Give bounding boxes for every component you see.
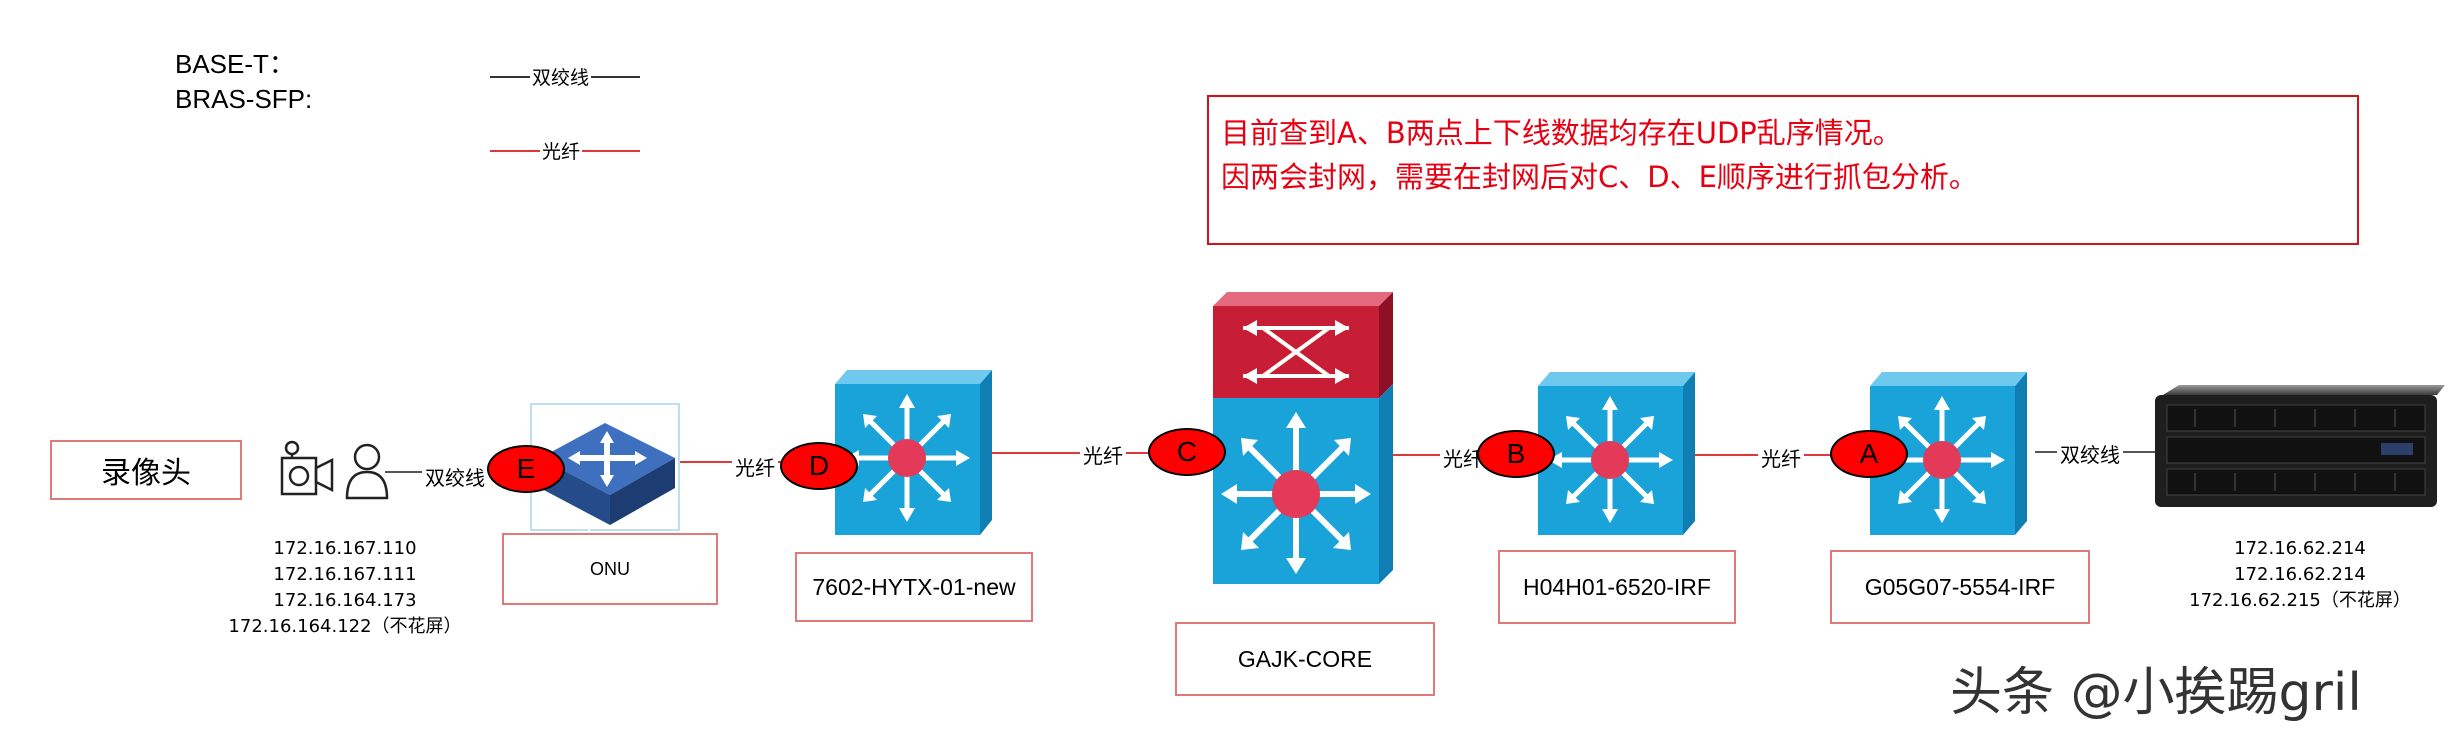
camera-ip-1: 172.16.167.110 [273, 538, 417, 559]
notice-line-2: 因两会封网，需要在封网后对C、D、E顺序进行抓包分析。 [1221, 160, 1978, 194]
notice-box: 目前查到A、B两点上下线数据均存在UDP乱序情况。 因两会封网，需要在封网后对C… [1207, 95, 2359, 245]
onu-switch-icon: WITCH [530, 403, 680, 531]
server-icon [2155, 385, 2445, 507]
device-a-label: G05G07-5554-IRF [1864, 573, 2056, 600]
layer3-switch-b-icon [1538, 372, 1695, 535]
device-b-label: H04H01-6520-IRF [1523, 573, 1711, 600]
server-ip-list: 172.16.62.214 172.16.62.214 172.16.62.21… [2155, 536, 2445, 614]
camera-ip-2: 172.16.167.111 [273, 564, 417, 585]
camera-ip-3: 172.16.164.173 [273, 590, 417, 611]
layer3-switch-d-icon [835, 370, 992, 535]
watermark: 头条 @小挨踢gril [1950, 663, 2362, 723]
link-label-d-core: 光纤 [1080, 440, 1126, 469]
server-ip-1: 172.16.62.214 [2234, 538, 2366, 559]
device-d-label-box: 7602-HYTX-01-new [795, 552, 1033, 622]
server-ip-2: 172.16.62.214 [2234, 564, 2366, 585]
point-a-mark: A [1830, 430, 1908, 478]
onu-label: ONU [590, 558, 630, 579]
legend-title-base-t: BASE-T： [175, 49, 295, 79]
point-d-mark: D [780, 442, 858, 490]
point-d-label: D [808, 450, 830, 481]
server-ip-3: 172.16.62.215（不花屏） [2189, 590, 2411, 611]
link-label-camera-onu: 双绞线 [422, 462, 488, 491]
legend-twisted-pair-label: 双绞线 [530, 63, 592, 90]
core-label-box: GAJK-CORE [1175, 622, 1435, 696]
legend-title-bras-sfp: BRAS-SFP: [175, 84, 313, 114]
point-b-mark: B [1477, 430, 1555, 478]
notice-line-1: 目前查到A、B两点上下线数据均存在UDP乱序情况。 [1221, 116, 1902, 150]
point-e-mark: E [487, 445, 565, 493]
point-a-label: A [1859, 438, 1879, 469]
device-a-label-box: G05G07-5554-IRF [1830, 550, 2090, 624]
legend-fiber-label: 光纤 [540, 137, 583, 164]
link-label-b-a: 光纤 [1758, 443, 1804, 472]
camera-icon [280, 440, 334, 496]
core-router-switch-icon [1213, 292, 1393, 584]
point-c-mark: C [1148, 428, 1226, 476]
camera-ip-4: 172.16.164.122（不花屏） [228, 616, 462, 637]
person-icon [345, 443, 389, 500]
core-label: GAJK-CORE [1237, 645, 1373, 672]
device-b-label-box: H04H01-6520-IRF [1498, 550, 1736, 624]
point-e-label: E [516, 453, 536, 484]
camera-label-box: 录像头 [50, 440, 242, 500]
onu-label-box: ONU [502, 533, 718, 605]
camera-label: 录像头 [101, 457, 191, 490]
point-b-label: B [1506, 438, 1526, 469]
camera-ip-list: 172.16.167.110 172.16.167.111 172.16.164… [175, 536, 515, 640]
point-c-label: C [1176, 436, 1198, 467]
device-d-label: 7602-HYTX-01-new [812, 573, 1016, 600]
link-label-onu-d: 光纤 [732, 452, 778, 481]
link-label-a-server: 双绞线 [2057, 439, 2123, 468]
